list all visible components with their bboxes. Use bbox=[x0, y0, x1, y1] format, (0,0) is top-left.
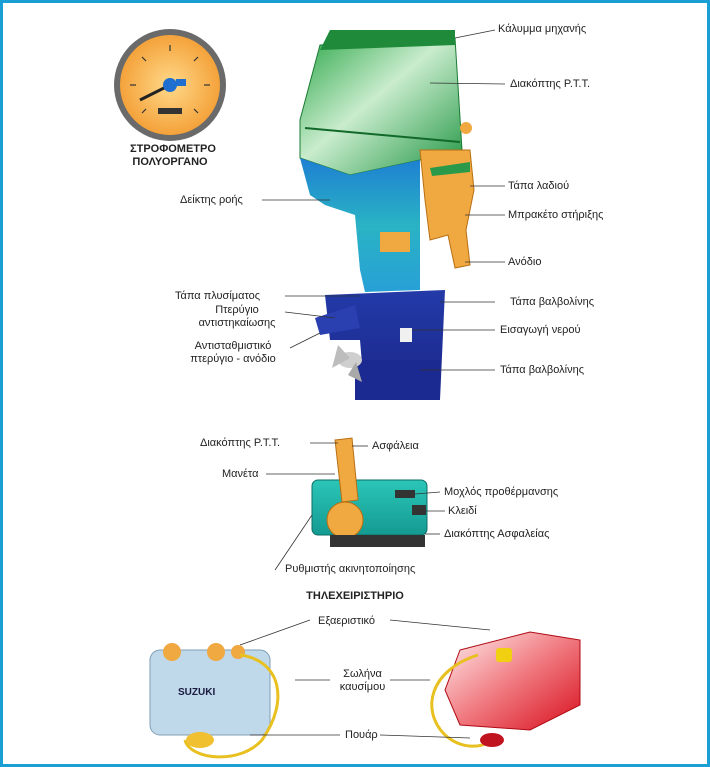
label-fuel-hose: Σωλήνα καυσίμου bbox=[335, 668, 390, 694]
label-oil-cap: Τάπα λαδιού bbox=[508, 180, 569, 193]
propeller bbox=[332, 345, 362, 382]
label-key: Κλειδί bbox=[448, 505, 477, 518]
label-handle: Μανέτα bbox=[222, 468, 258, 481]
label-oil-drain-cap-1: Τάπα βαλβολίνης bbox=[510, 296, 594, 309]
label-idle-adjuster: Ρυθμιστής ακινητοποίησης bbox=[285, 563, 415, 576]
label-water-intake: Εισαγωγή νερού bbox=[500, 324, 581, 337]
remote-control-unit bbox=[312, 438, 427, 547]
label-oil-drain-cap-2: Τάπα βαλβολίνης bbox=[500, 364, 584, 377]
label-trim-fin-anode: Αντισταθμιστικό πτερύγιο - ανόδιο bbox=[178, 340, 288, 366]
fuel-tank-right bbox=[432, 632, 580, 747]
label-ptt-switch-remote: Διακόπτης Ρ.Τ.Τ. bbox=[200, 437, 280, 450]
label-bracket: Μπρακέτο στήριξης bbox=[508, 209, 603, 222]
label-safety-switch: Διακόπτης Ασφαλείας bbox=[444, 528, 549, 541]
label-flush-cap: Τάπα πλυσίματος bbox=[175, 290, 260, 303]
label-lock: Ασφάλεια bbox=[372, 440, 419, 453]
label-ptt-switch-top: Διακόπτης Ρ.Τ.Τ. bbox=[510, 78, 590, 91]
fuel-tank-left bbox=[150, 643, 278, 757]
remote-title: ΤΗΛΕΧΕΙΡΙΣΤΗΡΙΟ bbox=[300, 590, 410, 603]
label-vent: Εξαεριστικό bbox=[318, 615, 375, 628]
engine-midsection bbox=[300, 158, 420, 292]
engine-lower-unit bbox=[315, 290, 445, 400]
label-flow-indicator: Δείκτης ροής bbox=[180, 194, 243, 207]
label-primer-bulb: Πουάρ bbox=[345, 729, 378, 742]
tank-brand-label: SUZUKI bbox=[178, 686, 215, 699]
tachometer-gauge bbox=[114, 29, 226, 141]
label-throttle-lever: Μοχλός προθέρμανσης bbox=[444, 486, 558, 499]
label-cavitation-fin: Πτερύγιο αντιστηκαίωσης bbox=[192, 304, 282, 330]
label-engine-cover: Κάλυμμα μηχανής bbox=[498, 23, 586, 36]
tachometer-title: ΣΤΡΟΦΟΜΕΤΡΟ ΠΟΛΥΟΡΓΑΝΟ bbox=[130, 143, 210, 169]
label-anode-top: Ανόδιο bbox=[508, 256, 541, 269]
